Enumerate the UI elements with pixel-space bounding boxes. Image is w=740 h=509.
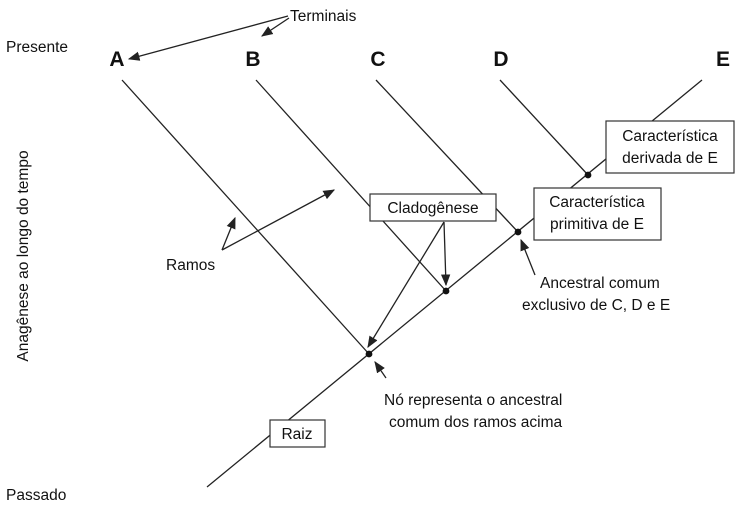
terminais-arrow-to-b [261,17,290,37]
raiz-box [269,419,326,448]
derived-trait-line2: derivada de E [622,150,718,167]
primitive-trait-box [533,187,662,241]
node-note-line2: comum dos ramos acima [389,414,563,431]
ramos-label: Ramos [166,257,215,274]
ramos-arrow-right [221,189,336,251]
ancestor-cde-line2: exclusivo de C, D e E [522,297,670,314]
terminais-label: Terminais [290,8,357,25]
node-root-abcde [365,350,373,358]
cladogenese-box [369,193,497,222]
anagenesis-axis-label: Anagênese ao longo do tempo [15,150,32,361]
ancestor-cde-arrow [520,238,536,276]
primitive-trait-line1: Característica [549,194,645,211]
cladogenese-arrow-to-node-bcde [440,221,451,287]
node-bcde [442,287,450,295]
primitive-trait-line2: primitiva de E [550,216,644,233]
terminal-e: E [716,48,730,71]
terminais-arrow-to-a [127,15,289,61]
time-past-label: Passado [6,487,66,504]
terminal-c: C [370,48,385,71]
ancestor-cde-line1: Ancestral comum [540,275,660,292]
derived-trait-line1: Característica [622,128,718,145]
cladogenese-arrow-to-node-root [367,221,445,348]
derived-trait-box [605,120,735,174]
terminal-d: D [493,48,508,71]
cladogenese-label: Cladogênese [387,200,478,217]
terminal-a: A [109,48,124,71]
branch-b [255,79,447,292]
branch-a [121,79,370,355]
node-cde [514,228,522,236]
node-note-line1: Nó representa o ancestral [384,392,562,409]
node-de [584,171,592,179]
ramos-arrow-left [221,216,236,251]
raiz-label: Raiz [281,426,312,443]
branch-d [499,79,589,176]
node-note-arrow [374,361,387,379]
time-present-label: Presente [6,39,68,56]
terminal-b: B [245,48,260,71]
